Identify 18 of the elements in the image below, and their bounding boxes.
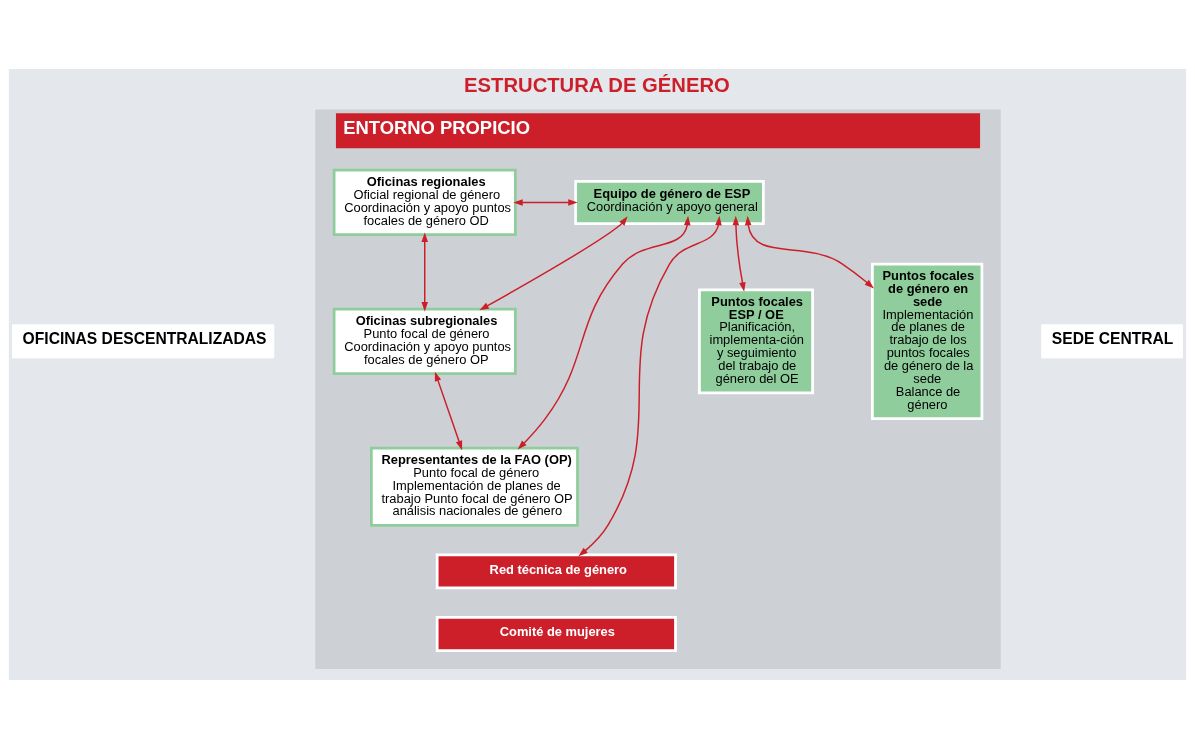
arrow (578, 215, 722, 557)
node-box: Oficinas subregionales Punto focal de género Coordinación y apoyo puntos focales de género OP (332, 307, 517, 375)
node-box: Comité de mujeres (435, 616, 677, 652)
node-box: OFICINAS DESCENTRALIZADAS (12, 324, 275, 359)
node-box: SEDE CENTRAL (1041, 324, 1183, 359)
arrow (744, 215, 874, 289)
arrow (479, 216, 628, 311)
arrow (513, 199, 578, 206)
arrow (517, 215, 691, 450)
node-box: Puntos focales ESP / OE Planificación, implementa-ción y seguimiento del trabajo de género del OE (698, 288, 814, 395)
arrow (434, 371, 463, 451)
diagram-title: ESTRUCTURA DE GÉNERO (464, 73, 730, 96)
node-box: Representantes de la FAO (OP) Punto focal de género Implementación de planes de trabajo Punto focal de género OP análisis nacionales de género (370, 446, 579, 527)
node-box: Red técnica de género (435, 553, 677, 590)
arrow (732, 215, 746, 292)
arrow (421, 232, 429, 312)
node-box: Puntos focales de género en sede Implementación de planes de trabajo de los puntos focales de género de la sede Balance de género (871, 262, 984, 421)
node-box: Oficinas regionales Oficial regional de género Coordinación y apoyo puntos focales de género OD (332, 168, 517, 236)
